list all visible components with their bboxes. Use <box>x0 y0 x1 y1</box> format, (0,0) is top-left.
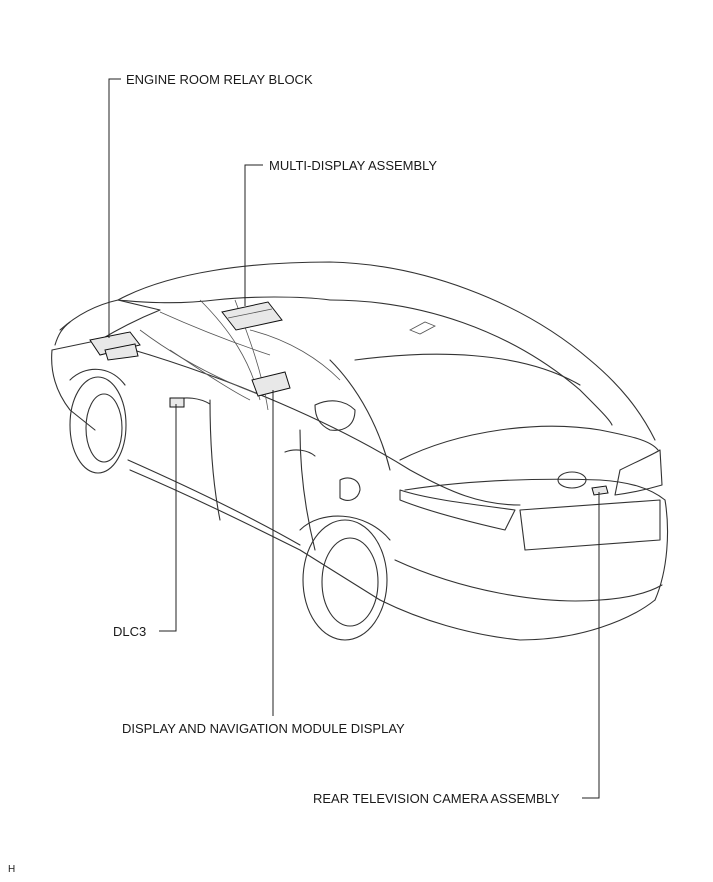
front-wheel <box>69 368 127 474</box>
multi-display-part <box>221 301 283 331</box>
rear-television-camera-label: REAR TELEVISION CAMERA ASSEMBLY <box>313 791 560 806</box>
display-navigation-module-label: DISPLAY AND NAVIGATION MODULE DISPLAY <box>122 721 405 736</box>
leader-lines <box>108 78 600 799</box>
rear-camera-part <box>591 485 609 496</box>
engine-room-relay-block-label: ENGINE ROOM RELAY BLOCK <box>126 72 313 87</box>
navigation-module-part <box>251 371 291 397</box>
engine-room-relay-block-part <box>89 331 141 361</box>
car-body <box>51 261 669 641</box>
rear-wheel <box>299 515 391 641</box>
corner-mark: H <box>8 864 16 875</box>
multi-display-assembly-label: MULTI-DISPLAY ASSEMBLY <box>269 158 438 173</box>
dlc3-part <box>169 397 185 408</box>
dlc3-label: DLC3 <box>113 624 147 639</box>
